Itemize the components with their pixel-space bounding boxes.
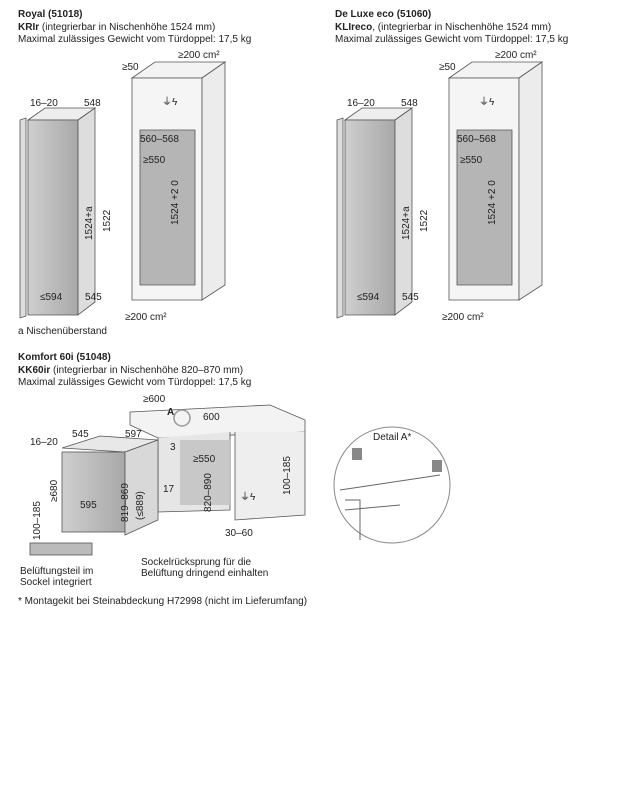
dim-e: 1524+a <box>84 206 95 240</box>
dim-seventeen: 17 <box>163 484 175 495</box>
dim-w600: 600 <box>203 412 220 423</box>
dim-d: ≥550 <box>460 155 483 166</box>
dim-h889: (≤889) <box>135 491 146 520</box>
appliance-side <box>77 107 96 316</box>
dim-gap: ≥50 <box>439 62 456 73</box>
detail-a <box>333 426 451 544</box>
cabinet-side <box>201 61 226 301</box>
appliance-front <box>27 119 79 316</box>
dim-h: ≤594 <box>357 292 380 303</box>
note-socket-1: Sockelrücksprung für die <box>141 557 251 568</box>
detail-a-marker <box>173 409 191 427</box>
dim-a: 16–20 <box>347 98 375 109</box>
deluxe-title: De Luxe eco (51060) <box>335 9 432 20</box>
dim-h820: 820–890 <box>203 473 214 512</box>
komfort-title: Komfort 60i (51048) <box>18 352 111 363</box>
dim-s30: 30–60 <box>225 528 253 539</box>
komfort-model-note: (integrierbar in Nischenhöhe 820–870 mm) <box>50 364 244 376</box>
detail-marker-label: A <box>167 407 174 418</box>
dishwasher-front <box>61 451 126 533</box>
dim-w595: 595 <box>80 500 97 511</box>
dim-b: 548 <box>84 98 101 109</box>
niche-opening <box>139 129 196 286</box>
dim-h680: ≥680 <box>49 479 60 502</box>
deluxe-header: De Luxe eco (51060) KLIreco, (integrierb… <box>335 9 568 47</box>
royal-weight: Maximal zulässiges Gewicht vom Türdoppel… <box>18 34 252 45</box>
side-cabinet <box>234 432 306 521</box>
dim-f: 1522 <box>102 209 113 232</box>
niche-opening <box>180 440 230 505</box>
dim-s100b: 100–185 <box>282 456 293 495</box>
dim-three: 3 <box>170 442 176 453</box>
royal-model-note: (integrierbar in Nischenhöhe 1524 mm) <box>39 21 216 33</box>
note-socket-2: Belüftung dringend einhalten <box>141 568 268 579</box>
cabinet-side <box>518 61 543 301</box>
dim-d545: 545 <box>72 429 89 440</box>
dim-c: 560–568 <box>140 134 179 145</box>
dim-vent-top: ≥200 cm² <box>495 50 537 61</box>
dim-vent-top: ≥200 cm² <box>178 50 220 61</box>
deluxe-model: KLIreco <box>335 21 373 33</box>
dim-g: 1524 +2 0 <box>487 180 498 225</box>
royal-diagram: ≥200 cm² ≥50 16–20 548 560–568 ≥550 1524+a 1522… <box>19 50 227 323</box>
door-panel <box>336 117 344 319</box>
dim-a: 16–20 <box>30 437 58 448</box>
dim-e: 1524+a <box>401 206 412 240</box>
komfort-header: Komfort 60i (51048) KK60ir (integrierbar… <box>18 352 251 390</box>
power-symbol: ⏚ϟ <box>240 491 256 503</box>
dim-s100a: 100–185 <box>32 501 43 540</box>
note-vent-2: Sockel integriert <box>20 577 92 588</box>
niche-opening <box>456 129 513 286</box>
power-symbol: ⏚ϟ <box>162 96 178 108</box>
komfort-weight: Maximal zulässiges Gewicht vom Türdoppel… <box>18 377 252 388</box>
appliance-front <box>344 119 396 316</box>
dim-b: 548 <box>401 98 418 109</box>
royal-model: KRIr <box>18 21 40 33</box>
dim-w600a: ≥600 <box>143 394 166 405</box>
plinth <box>29 542 93 556</box>
dim-d597: 597 <box>125 429 142 440</box>
detail-title: Detail A* <box>373 432 411 443</box>
dishwasher-side <box>124 439 159 536</box>
dim-h: ≤594 <box>40 292 63 303</box>
dim-a: 16–20 <box>30 98 58 109</box>
royal-title: Royal (51018) <box>18 9 83 20</box>
dim-g: 1524 +2 0 <box>170 180 181 225</box>
door-panel <box>19 117 27 319</box>
dim-h819: 819–869 <box>120 483 131 522</box>
dim-d550: ≥550 <box>193 454 216 465</box>
komfort-model: KK60ir <box>18 364 51 376</box>
dim-d: ≥550 <box>143 155 166 166</box>
appliance-side <box>394 107 413 316</box>
dim-f: 1522 <box>419 209 430 232</box>
dim-gap: ≥50 <box>122 62 139 73</box>
power-symbol: ⏚ϟ <box>479 96 495 108</box>
deluxe-weight: Maximal zulässiges Gewicht vom Türdoppel… <box>335 34 569 45</box>
deluxe-diagram: ≥200 cm² ≥50 16–20 548 560–568 ≥550 1524+a 1522… <box>336 50 544 323</box>
dim-vent-bottom: ≥200 cm² <box>442 312 484 323</box>
dim-i: 545 <box>402 292 419 303</box>
legend-a: a Nischenüberstand <box>18 326 107 337</box>
dim-i: 545 <box>85 292 102 303</box>
dim-c: 560–568 <box>457 134 496 145</box>
deluxe-model-note: , (integrierbar in Nischenhöhe 1524 mm) <box>372 21 552 33</box>
note-vent-1: Belüftungsteil im <box>20 566 93 577</box>
royal-header: Royal (51018) KRIr (integrierbar in Nisc… <box>18 9 251 47</box>
komfort-diagram <box>29 404 306 556</box>
footnote: * Montagekit bei Steinabdeckung H72998 (… <box>18 596 308 607</box>
dim-vent-bottom: ≥200 cm² <box>125 312 167 323</box>
